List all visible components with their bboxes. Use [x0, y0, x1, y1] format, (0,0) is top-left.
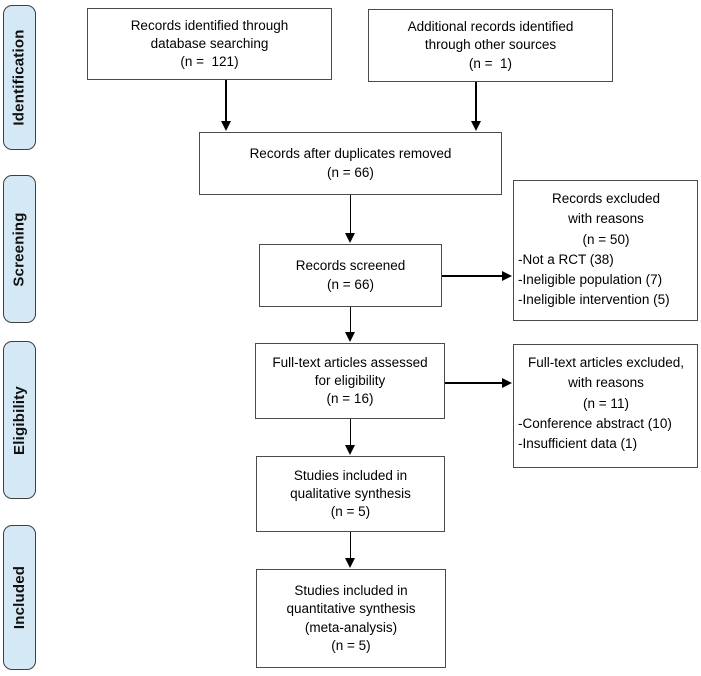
arrow-other-to-duplicates-head — [470, 121, 481, 131]
arrow-fulltext-to-qualitative-line — [349, 419, 352, 447]
box-records-excluded-reason-3: -Ineligible intervention (5) — [518, 292, 670, 308]
stage-included: Included — [3, 525, 36, 670]
box-records-identified-database: Records identified through database sear… — [87, 8, 332, 80]
box-quantitative-synthesis: Studies included in quantitative synthes… — [256, 569, 446, 668]
arrow-screened-to-excluded-line — [442, 275, 504, 277]
box-records-excluded-title: Records excluded with reasons (n = 50) — [551, 191, 661, 247]
box-records-after-duplicates: Records after duplicates removed (n = 66… — [199, 132, 502, 195]
box-records-screened: Records screened (n = 66) — [259, 244, 442, 307]
box-additional-records-other-sources: Additional records identified through ot… — [368, 9, 613, 82]
box-fulltext-excluded-title: Full-text articles excluded, with reason… — [527, 355, 685, 411]
arrow-screened-to-excluded-head — [502, 270, 512, 281]
stage-screening: Screening — [3, 175, 36, 323]
arrow-qualitative-to-quantitative-line — [349, 532, 352, 560]
box-records-excluded-reason-1: -Not a RCT (38) — [518, 251, 614, 267]
box-quantitative-synthesis-text: Studies included in quantitative synthes… — [286, 583, 416, 653]
arrow-qualitative-to-quantitative-head — [345, 558, 355, 568]
stage-eligibility-label: Eligibility — [11, 385, 28, 455]
box-records-screened-text: Records screened (n = 66) — [295, 258, 406, 292]
box-fulltext-excluded-reason-2: -Insufficient data (1) — [518, 436, 638, 451]
arrow-duplicates-to-screened-head — [345, 233, 355, 243]
arrow-fulltext-to-qualitative-head — [345, 445, 355, 455]
arrow-fulltext-to-excluded-head — [502, 377, 512, 388]
box-fulltext-excluded-reason-1: -Conference abstract (10) — [518, 415, 672, 431]
arrow-db-to-duplicates-head — [220, 121, 231, 131]
box-fulltext-assessed: Full-text articles assessed for eligibil… — [255, 343, 445, 419]
arrow-fulltext-to-excluded-line — [445, 382, 504, 384]
stage-identification-label: Identification — [11, 29, 29, 126]
stage-screening-label: Screening — [11, 211, 29, 287]
arrow-screened-to-fulltext-line — [349, 307, 352, 334]
arrow-duplicates-to-screened-line — [349, 195, 352, 235]
box-records-after-duplicates-text: Records after duplicates removed (n = 66… — [249, 146, 452, 180]
box-records-excluded-reason-2: -Ineligible population (7) — [518, 272, 663, 287]
box-records-identified-database-text: Records identified through database sear… — [130, 17, 289, 70]
box-qualitative-synthesis: Studies included in qualitative synthesi… — [256, 456, 445, 532]
box-additional-records-other-sources-text: Additional records identified through ot… — [407, 19, 574, 71]
arrow-other-to-duplicates-line — [475, 82, 477, 123]
box-qualitative-synthesis-text: Studies included in qualitative synthesi… — [290, 467, 411, 520]
stage-identification: Identification — [3, 5, 36, 150]
box-records-excluded: Records excluded with reasons (n = 50) -… — [513, 180, 698, 321]
box-fulltext-excluded: Full-text articles excluded, with reason… — [513, 344, 698, 468]
stage-eligibility: Eligibility — [3, 341, 36, 499]
arrow-db-to-duplicates-line — [225, 80, 227, 123]
arrow-screened-to-fulltext-head — [345, 332, 355, 342]
stage-included-label: Included — [11, 565, 28, 630]
box-fulltext-assessed-text: Full-text articles assessed for eligibil… — [272, 354, 428, 407]
